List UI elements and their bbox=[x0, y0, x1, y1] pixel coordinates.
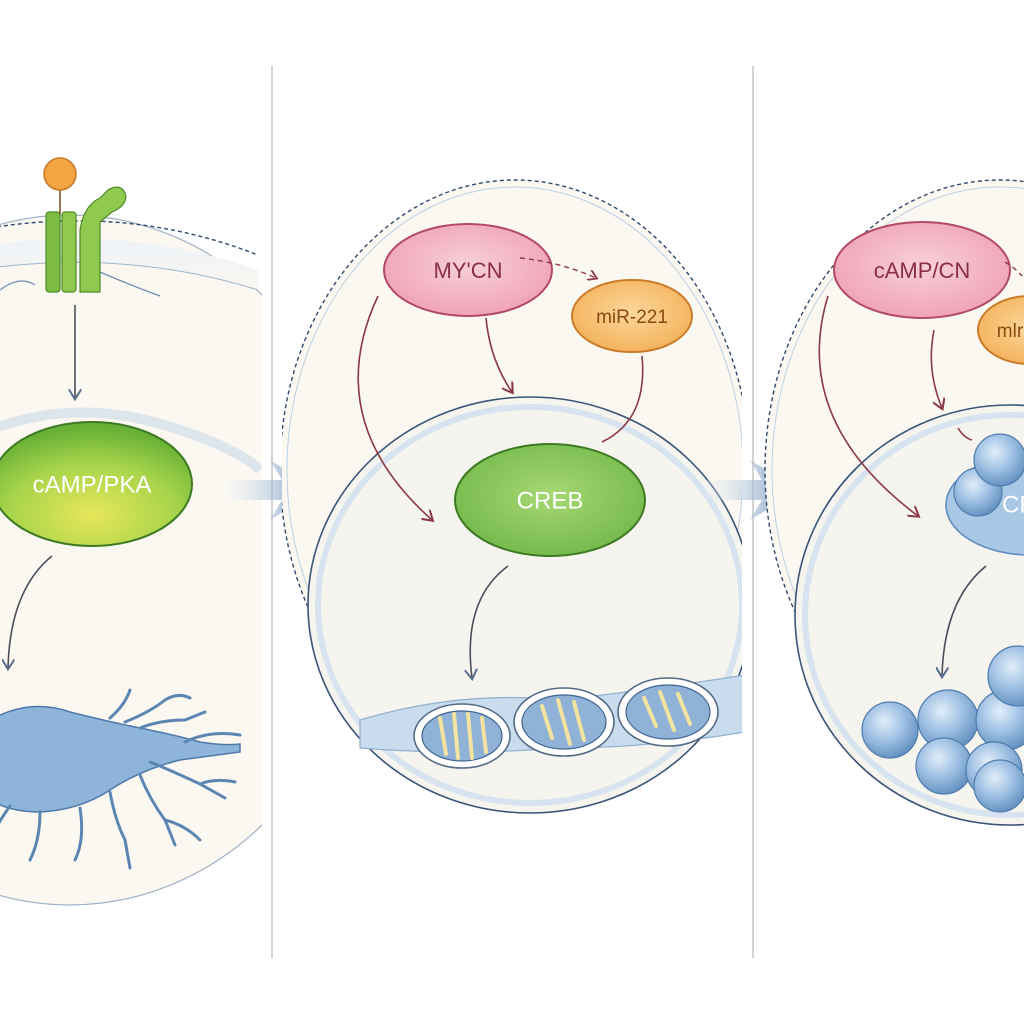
node-mycn-label: MY'CN bbox=[434, 258, 503, 283]
mitochondrion-icon bbox=[413, 703, 511, 769]
arrow-upstream-to-creb-3 bbox=[818, 295, 918, 516]
chevron-arrow-2 bbox=[706, 460, 800, 520]
arrow-pka-to-neuron bbox=[8, 555, 53, 668]
node-mycn bbox=[383, 223, 553, 317]
mitochondrion-icon bbox=[513, 687, 615, 757]
ligand-icon bbox=[43, 157, 77, 191]
membrane-inner-1 bbox=[0, 261, 259, 291]
node-camp-cn-label: cAMP/CN bbox=[874, 258, 971, 283]
panel-1: cAMP/PKA bbox=[0, 157, 262, 906]
membrane-texture-1 bbox=[0, 271, 161, 297]
node-camp-pka bbox=[0, 421, 193, 547]
node-mir221-label: miR-221 bbox=[596, 307, 668, 328]
arrow-campcn-to-nucleus bbox=[930, 329, 942, 408]
node-camp-cn bbox=[833, 221, 1011, 319]
node-creb-partial-label: CF bbox=[1002, 491, 1024, 518]
nucleus-halo-3 bbox=[802, 412, 1024, 818]
node-mir-partial bbox=[977, 295, 1024, 365]
chevron-arrow-1 bbox=[228, 460, 318, 520]
membrane-outer-1 bbox=[0, 220, 259, 256]
receptor-icon bbox=[45, 186, 127, 293]
neuron-icon bbox=[0, 688, 242, 870]
arrow-mycn-to-nucleus bbox=[485, 317, 512, 392]
panel-2: MY'CN miR-221 CREB bbox=[282, 179, 742, 814]
node-creb bbox=[454, 443, 646, 557]
arrow-mycn-to-mir bbox=[519, 257, 596, 278]
node-creb-label: CREB bbox=[517, 487, 584, 514]
node-camp-pka-label: cAMP/PKA bbox=[33, 471, 152, 498]
line-mir-to-creb bbox=[601, 355, 644, 443]
arrow-upstream-to-creb bbox=[357, 295, 432, 520]
arrow-campcn-to-mir bbox=[1004, 261, 1023, 277]
sphere-cluster-icon bbox=[861, 645, 1024, 813]
line-mir-to-creb-3 bbox=[957, 427, 973, 441]
nucleus-halo-2 bbox=[315, 404, 742, 806]
node-mir221 bbox=[571, 279, 693, 353]
node-mir-partial-label: mlr bbox=[997, 321, 1024, 342]
arrow-creb-to-spheres bbox=[942, 565, 987, 676]
panel-3: cAMP/CN mlr CF bbox=[764, 179, 1024, 826]
sphere-cluster-icon bbox=[953, 433, 1024, 517]
pka-halo bbox=[0, 407, 262, 474]
arrow-creb-to-mitochondria bbox=[470, 565, 509, 678]
mitochondrion-icon bbox=[617, 677, 719, 747]
